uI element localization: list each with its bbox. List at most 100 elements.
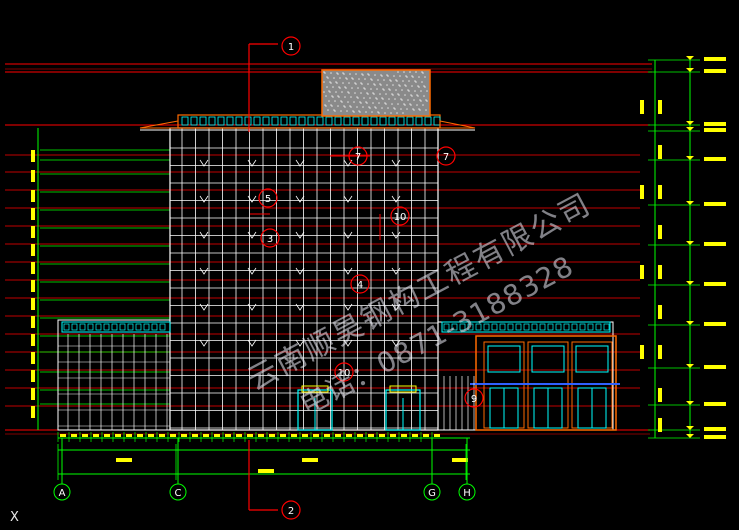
level-marker — [686, 426, 694, 430]
dim-value — [203, 434, 209, 437]
band-panel — [103, 323, 110, 331]
hatch-dot — [410, 104, 412, 106]
hatch-dot — [382, 88, 384, 90]
parapet-panel — [217, 116, 225, 126]
hatch-dot — [355, 83, 357, 85]
hatch-dot — [417, 85, 419, 87]
hatch-dot — [412, 76, 414, 78]
hatch-dot — [414, 80, 416, 82]
hatch-dot — [387, 107, 389, 109]
hatch-dot — [384, 102, 386, 104]
hatch-dot — [391, 93, 393, 95]
hatch-dot — [372, 92, 374, 94]
hatch-dot — [323, 81, 325, 83]
parapet-panel — [208, 116, 216, 126]
hatch-dot — [405, 75, 407, 77]
glazing-mark — [247, 159, 257, 167]
band-panel — [119, 323, 126, 331]
hatch-dot — [418, 108, 420, 110]
hatch-dot — [394, 98, 396, 100]
dim-value — [658, 145, 662, 159]
dim-value — [192, 434, 198, 437]
hatch-dot — [370, 88, 372, 90]
dim-value — [159, 434, 165, 437]
hatch-dot — [378, 112, 380, 114]
parapet-panel — [253, 116, 261, 126]
hatch-dot — [383, 79, 385, 81]
dim-value — [31, 190, 35, 202]
level-value — [704, 427, 726, 431]
level-marker — [686, 68, 694, 72]
hatch-dot — [411, 85, 413, 87]
band-panel — [63, 323, 70, 331]
hatch-dot — [376, 88, 378, 90]
roof-eave-left — [139, 120, 179, 129]
hatch-dot — [356, 106, 358, 108]
dim-value — [302, 458, 318, 462]
hatch-dot — [355, 73, 357, 75]
hatch-dot — [365, 101, 367, 103]
level-value — [704, 365, 726, 369]
hatch-dot — [398, 84, 400, 86]
dim-value — [31, 208, 35, 220]
hatch-dot — [379, 83, 381, 85]
parapet-panel — [334, 116, 342, 126]
hatch-dot — [406, 108, 408, 110]
band-panel — [127, 323, 134, 331]
hatch-dot — [332, 86, 334, 88]
dim-value — [31, 226, 35, 238]
glazing-mark — [343, 303, 353, 311]
dim-value — [170, 434, 176, 437]
hatch-dot — [361, 83, 363, 85]
glazing-mark — [199, 339, 209, 347]
band-panel — [603, 323, 610, 331]
hatch-dot — [369, 107, 371, 109]
hatch-dot — [347, 91, 349, 93]
hatch-dot — [334, 110, 336, 112]
hatch-dot — [359, 101, 361, 103]
band-panel — [555, 323, 562, 331]
hatch-dot — [425, 99, 427, 101]
hatch-dot — [342, 82, 344, 84]
dim-value — [225, 434, 231, 437]
level-marker — [686, 241, 694, 245]
hatch-dot — [422, 104, 424, 106]
callout-body-label: 9 — [471, 394, 477, 405]
hatch-dot — [378, 102, 380, 104]
callout-body — [464, 388, 484, 408]
dim-value — [302, 434, 308, 437]
hatch-dot — [366, 92, 368, 94]
dim-value — [640, 265, 644, 279]
hatch-dot — [402, 80, 404, 82]
hatch-dot — [416, 94, 418, 96]
hatch-dot — [324, 104, 326, 106]
hatch-dot — [343, 73, 345, 75]
hatch-dot — [380, 74, 382, 76]
hatch-dot — [330, 82, 332, 84]
hatch-dot — [398, 94, 400, 96]
left-podium — [57, 319, 171, 431]
hatch-dot — [329, 81, 331, 83]
hatch-dot — [327, 77, 329, 79]
hatch-dot — [360, 102, 362, 104]
hatch-dot — [347, 101, 349, 103]
hatch-dot — [331, 105, 333, 107]
hatch-dot — [330, 104, 332, 106]
band-panel — [111, 323, 118, 331]
level-marker — [686, 321, 694, 325]
hatch-dot — [413, 99, 415, 101]
dim-value — [640, 345, 644, 359]
dim-value — [658, 100, 662, 114]
hatch-dot — [329, 91, 331, 93]
dim-value — [452, 458, 468, 462]
hatch-dot — [418, 86, 420, 88]
hatch-dot — [394, 108, 396, 110]
hatch-dot — [395, 89, 397, 91]
callout-body-label: 5 — [265, 194, 271, 205]
hatch-dot — [330, 72, 332, 74]
hatch-dot — [406, 76, 408, 78]
hatch-dot — [405, 85, 407, 87]
axis-circle — [53, 483, 71, 501]
hatch-dot — [383, 89, 385, 91]
hatch-dot — [359, 111, 361, 113]
